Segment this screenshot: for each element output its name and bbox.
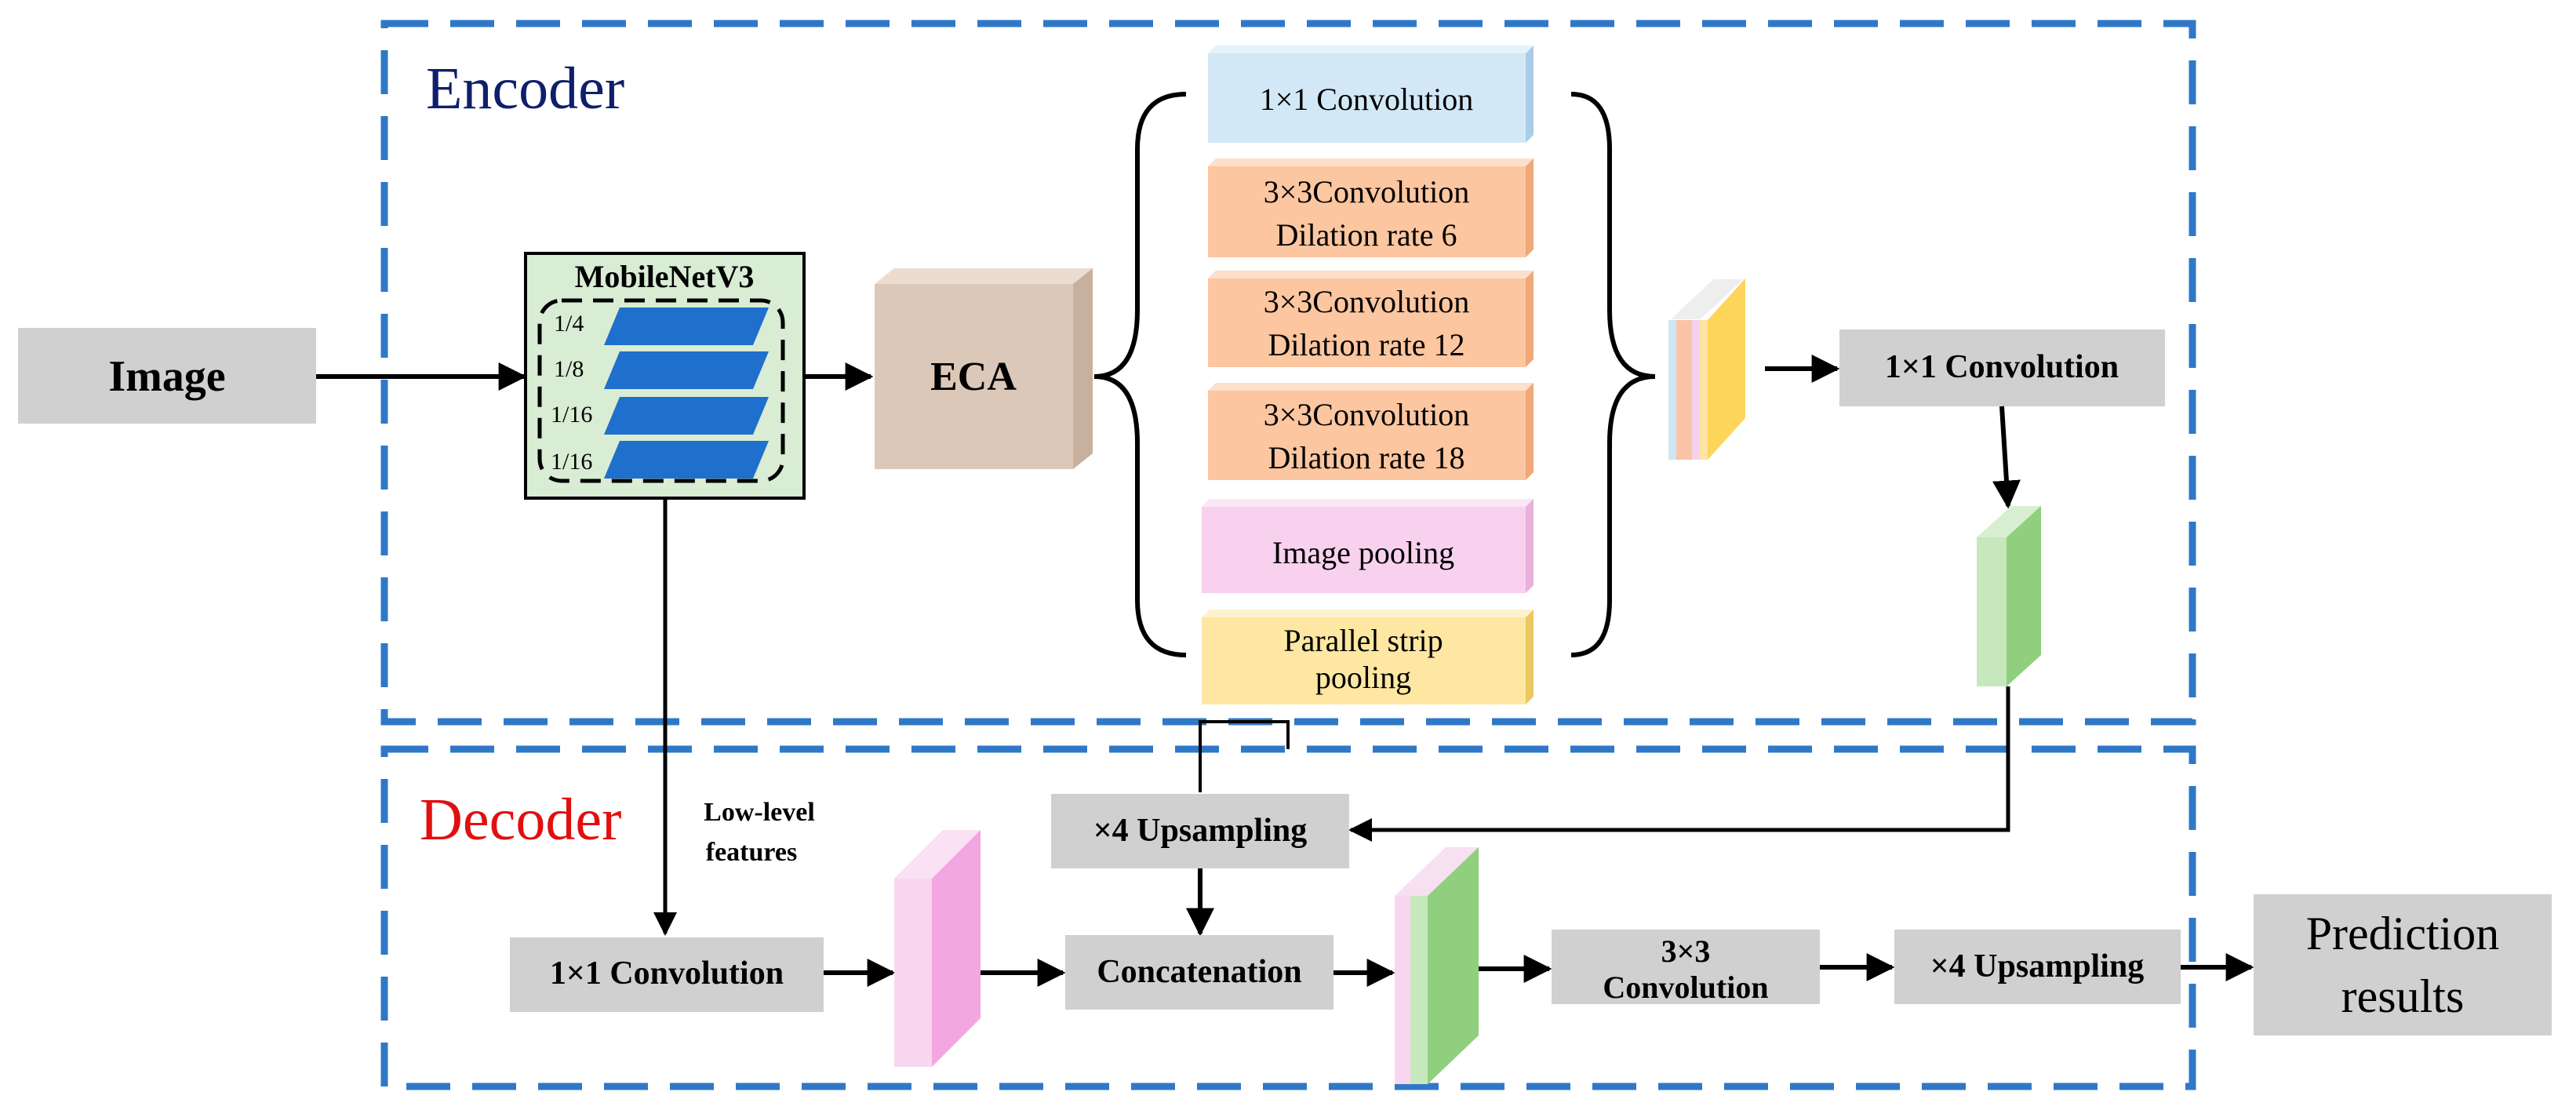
- eca-block: [875, 284, 1073, 469]
- aspp-branch1-side: [1526, 45, 1534, 143]
- decoder-conv-box: [510, 937, 824, 1012]
- scale-label: 1/16: [551, 449, 592, 475]
- aspp-branch5-side: [1526, 499, 1534, 593]
- prediction-line2: results: [2341, 970, 2465, 1022]
- aspp-branch4-top: [1208, 383, 1534, 391]
- upsample1-label: ×4 Upsampling: [1093, 813, 1308, 849]
- conv3-line1: 3×3: [1661, 933, 1711, 969]
- encoder-title: Encoder: [426, 56, 624, 122]
- scale-label: 1/4: [554, 311, 584, 337]
- encoder-conv-label: 1×1 Convolution: [1885, 349, 2119, 385]
- feature-map-1-8: [604, 351, 769, 389]
- input-image-label: Image: [108, 352, 225, 401]
- input-image-box: [18, 328, 316, 424]
- eca-label: ECA: [930, 355, 1017, 399]
- aspp-branch2-side: [1526, 158, 1534, 257]
- eca-block-side: [1073, 268, 1093, 469]
- aspp-branch2-line1: 3×3Convolution: [1264, 174, 1470, 209]
- aspp-branch2-box: [1208, 166, 1526, 257]
- aspp-branch4-box: [1208, 391, 1526, 480]
- backbone-inner-frame: [537, 298, 785, 483]
- aspp-branch6-top: [1202, 610, 1534, 617]
- scale-label: 1/16: [551, 402, 592, 428]
- decoder-frame: [380, 745, 2196, 1090]
- left-brace: [1093, 92, 1187, 657]
- backbone-title: MobileNetV3: [575, 259, 755, 294]
- aspp-branch3-box: [1208, 278, 1526, 367]
- aspp-branch6-side: [1526, 610, 1534, 704]
- aspp-branch5-label: Image pooling: [1272, 535, 1454, 570]
- eca-block-top: [875, 268, 1093, 284]
- aspp-branch2-line2: Dilation rate 6: [1275, 217, 1457, 253]
- aspp-branch2-top: [1208, 158, 1534, 166]
- arrow-conv-to-green-map: [1992, 406, 2021, 509]
- aspp-branch1-box: [1208, 53, 1526, 143]
- aspp-branch4-line1: 3×3Convolution: [1264, 397, 1470, 432]
- aspp-branch6-line1: Parallel strip: [1283, 623, 1443, 658]
- aspp-branch3-top: [1208, 271, 1534, 278]
- aspp-branch1-label: 1×1 Convolution: [1260, 82, 1474, 117]
- low-level-feature-map: [894, 830, 981, 1067]
- upsample2-box: [1894, 930, 2181, 1004]
- upsample2-label: ×4 Upsampling: [1930, 948, 2145, 984]
- strip-pooling-connector: [1199, 720, 1290, 753]
- encoder-output-feature-map: [1977, 506, 2041, 686]
- concat-box: [1065, 935, 1333, 1010]
- low-level-label-line2: features: [706, 838, 797, 867]
- aspp-branch6-line2: pooling: [1315, 660, 1411, 695]
- aspp-branch4-line2: Dilation rate 18: [1268, 440, 1464, 475]
- feature-map-1-16-a: [604, 397, 769, 435]
- aspp-feature-stack: [1666, 278, 1748, 460]
- prediction-box: [2254, 894, 2552, 1035]
- fused-feature-map: [1395, 847, 1479, 1084]
- conv3-box: [1552, 930, 1820, 1004]
- aspp-branch5-top: [1202, 499, 1534, 507]
- feature-map-1-4: [604, 308, 769, 345]
- scale-label: 1/8: [554, 356, 584, 382]
- concat-label: Concatenation: [1097, 954, 1301, 990]
- aspp-branch6-box: [1202, 617, 1526, 704]
- low-level-label-line1: Low-level: [704, 798, 815, 827]
- aspp-branch5-box: [1202, 507, 1526, 593]
- aspp-branch3-side: [1526, 271, 1534, 367]
- aspp-branch3-line1: 3×3Convolution: [1264, 284, 1470, 319]
- feature-map-1-16-b: [604, 441, 769, 479]
- aspp-branch4-side: [1526, 383, 1534, 480]
- arrow-encoder-to-upsample: [1348, 686, 2010, 842]
- encoder-conv-box: [1839, 329, 2165, 406]
- right-brace: [1570, 92, 1656, 657]
- decoder-title: Decoder: [420, 787, 621, 853]
- upsample1-box: [1051, 794, 1349, 868]
- prediction-line1: Prediction: [2306, 908, 2500, 959]
- conv3-line2: Convolution: [1603, 970, 1768, 1005]
- aspp-branch3-line2: Dilation rate 12: [1268, 327, 1464, 362]
- decoder-conv-label: 1×1 Convolution: [550, 955, 784, 992]
- aspp-branch1-top: [1208, 45, 1534, 53]
